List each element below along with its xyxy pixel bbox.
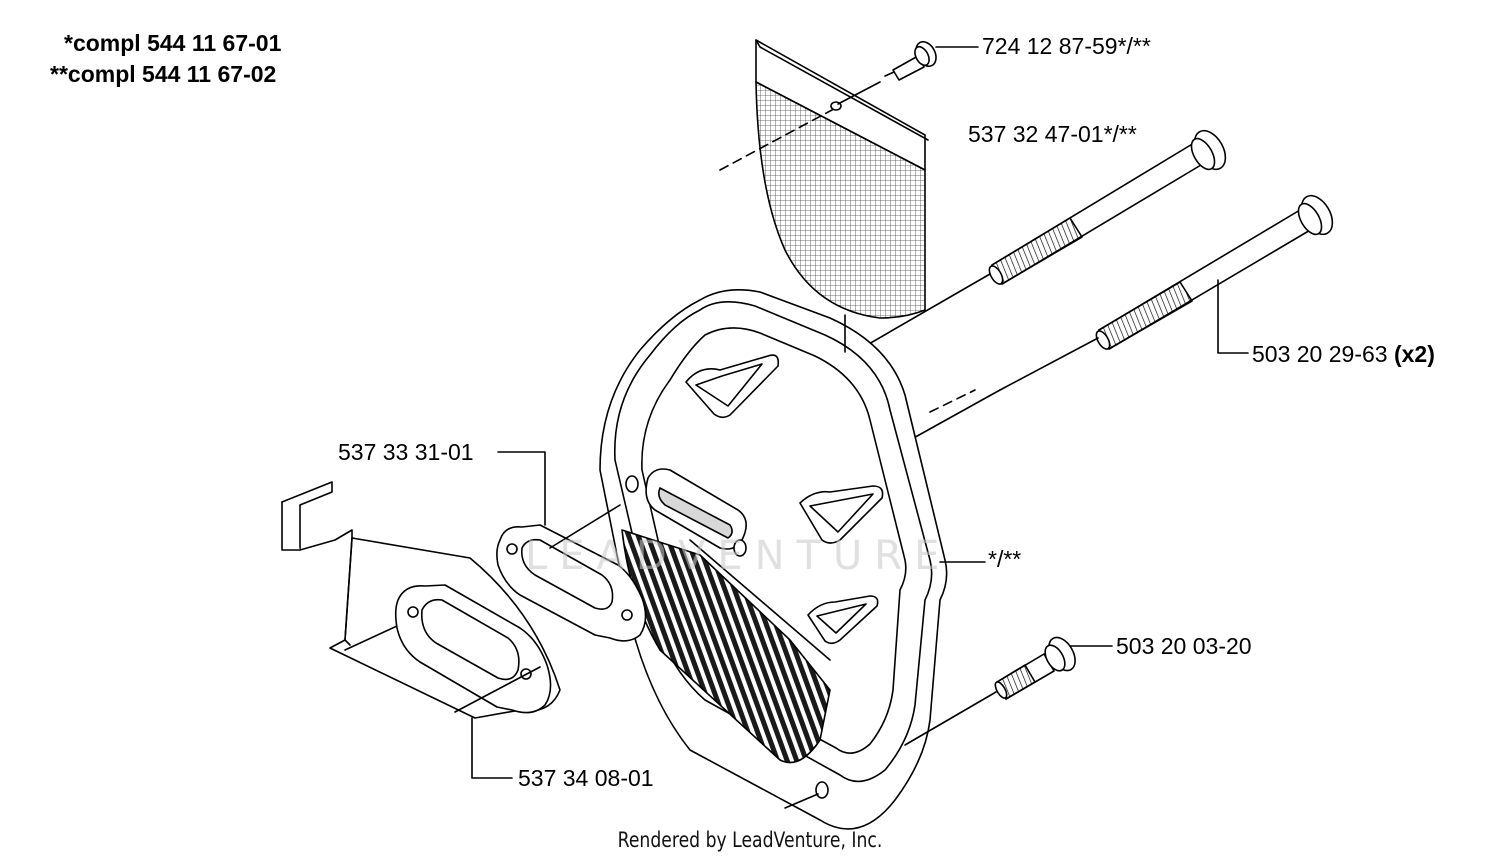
label-bolt-short: 503 20 03-20 <box>1116 633 1252 659</box>
legend-line-2: **compl 544 11 67-02 <box>50 61 277 87</box>
label-gasket-upper: 537 33 31-01 <box>338 439 474 465</box>
label-bolt-long-number: 503 20 29-63 <box>1252 341 1388 367</box>
label-bolt-long-qty: (x2) <box>1393 341 1435 367</box>
upper-gasket <box>496 451 647 642</box>
short-bolt <box>904 636 1113 746</box>
long-bolt-lower <box>909 194 1334 441</box>
lower-gasket <box>394 584 552 779</box>
legend-line-1: *compl 544 11 67-01 <box>64 30 282 56</box>
long-bolt-upper <box>854 129 1227 353</box>
label-gasket-lower: 537 34 08-01 <box>518 765 654 791</box>
label-spark-screen: 537 32 47-01*/** <box>968 121 1137 147</box>
footer-credit: Rendered by LeadVenture, Inc. <box>617 828 883 852</box>
spark-arrester-screen <box>719 39 929 319</box>
label-screw-top: 724 12 87-59*/** <box>982 33 1151 59</box>
muffler-body <box>599 289 986 830</box>
label-bolt-long: 503 20 29-63 (x2) <box>1252 341 1435 367</box>
label-muffler-body: */** <box>988 546 1022 572</box>
watermark-text: LEADVENTURE <box>525 533 952 579</box>
top-screw <box>837 40 979 105</box>
legend: *compl 544 11 67-01 **compl 544 11 67-02 <box>50 28 281 90</box>
